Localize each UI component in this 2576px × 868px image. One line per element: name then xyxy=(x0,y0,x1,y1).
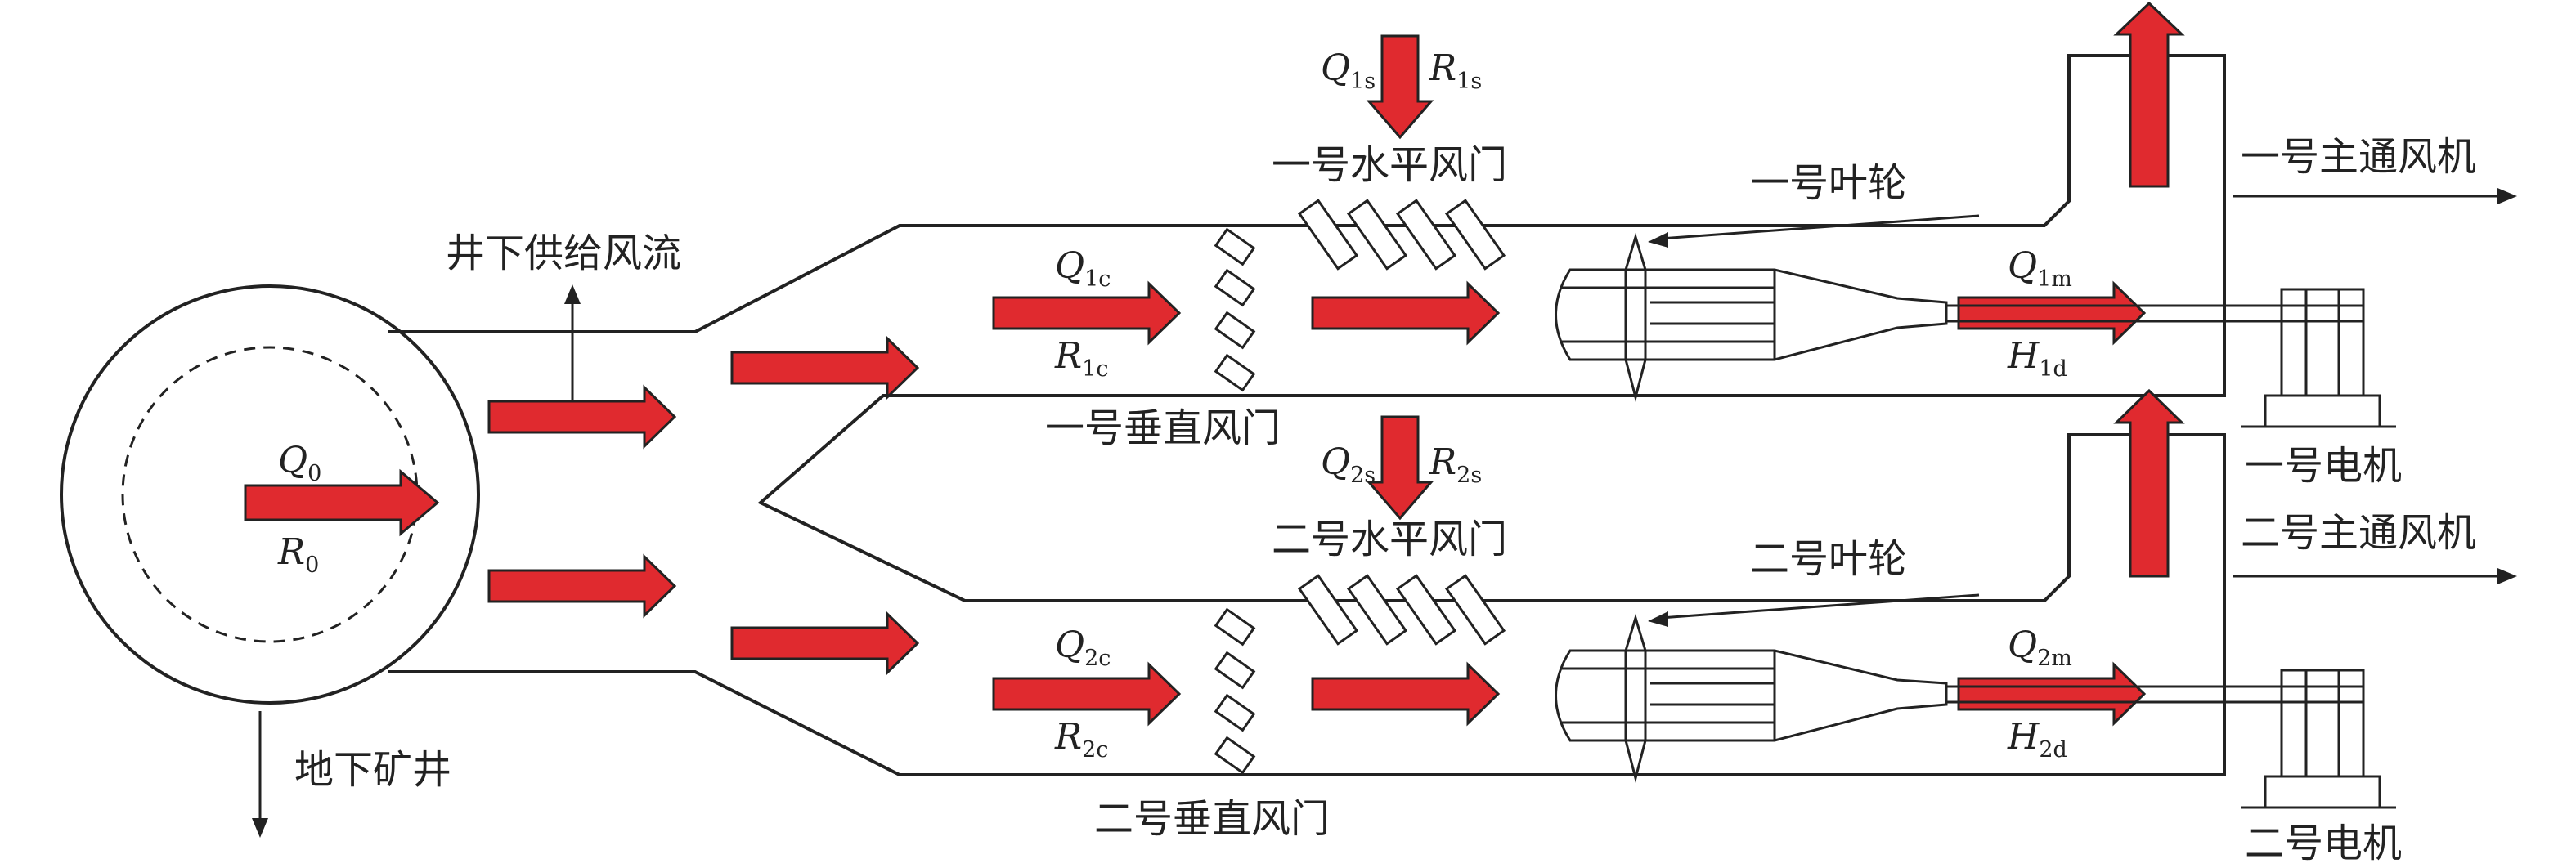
impeller-1-pointer xyxy=(1659,214,1980,240)
symbol-r2c: R2c xyxy=(1054,716,1108,763)
fan-assembly-1 xyxy=(1555,232,2282,402)
airflow-arrow-exhaust-2 xyxy=(2113,388,2185,578)
motor-2-base xyxy=(2264,775,2381,809)
label-impeller-1: 一号叶轮 xyxy=(1750,160,1907,206)
label-main-fan-1: 一号主通风机 xyxy=(2241,134,2476,180)
label-underground-supply-airflow: 井下供给风流 xyxy=(446,230,681,276)
shaft-outer-circle xyxy=(60,284,480,705)
symbol-r0: R0 xyxy=(277,531,319,578)
airflow-arrow-lower-branch xyxy=(487,553,677,619)
label-vertical-door-1: 一号垂直风门 xyxy=(1045,405,1281,451)
impeller-1-pointer-head xyxy=(1648,232,1668,248)
label-vertical-door-2: 二号垂直风门 xyxy=(1094,796,1330,842)
duct-walls xyxy=(388,54,2226,776)
symbol-r1c: R1c xyxy=(1054,335,1108,382)
horizontal-door-2 xyxy=(1297,574,1506,646)
vertical-door-2 xyxy=(1214,607,1256,775)
symbol-r1s: R1s xyxy=(1429,47,1482,94)
underground-mine-pointer-head xyxy=(252,818,268,838)
symbol-q1c: Q1c xyxy=(1055,245,1111,292)
airflow-arrow-q2m xyxy=(1957,661,2147,727)
airflow-arrow-q2c xyxy=(992,661,1182,727)
annotation-arrows xyxy=(252,188,2517,838)
impeller-2-pointer xyxy=(1659,593,1980,620)
airflow-arrow-q1m xyxy=(1957,280,2147,346)
symbol-q1s: Q1s xyxy=(1321,47,1376,94)
label-main-fan-2: 二号主通风机 xyxy=(2241,510,2476,556)
main-fan-2-pointer-head xyxy=(2497,568,2517,584)
text-labels: 井下供给风流 地下矿井 一号垂直风门 二号垂直风门 一号水平风门 二号水平风门 … xyxy=(294,134,2476,866)
airflow-arrow-q1c xyxy=(992,280,1182,346)
symbol-q2s: Q2s xyxy=(1321,441,1376,488)
motor-2 xyxy=(2241,669,2396,809)
symbol-h2d: H2d xyxy=(2007,716,2067,763)
main-fan-1-pointer-head xyxy=(2497,188,2517,204)
supply-airflow-pointer-head xyxy=(564,284,581,304)
impeller-1-blade xyxy=(1624,232,1647,402)
label-horizontal-door-2: 二号水平风门 xyxy=(1272,517,1507,562)
airflow-arrow-duct1-entry xyxy=(730,335,920,400)
airflow-arrow-q2s xyxy=(1366,415,1434,521)
airflow-arrow-upper-branch xyxy=(487,384,677,450)
airflow-arrow-duct2-mid xyxy=(1311,661,1501,727)
symbol-r2s: R2s xyxy=(1429,441,1482,488)
label-motor-2: 二号电机 xyxy=(2245,821,2402,866)
impeller-2-blade xyxy=(1624,613,1647,783)
symbol-q0: Q0 xyxy=(278,440,321,486)
impeller-2-pointer-head xyxy=(1648,611,1668,627)
symbol-h1d: H1d xyxy=(2007,335,2067,382)
airflow-arrow-q0 xyxy=(244,468,440,537)
vertical-door-1 xyxy=(1214,227,1256,392)
label-impeller-2: 二号叶轮 xyxy=(1750,536,1907,582)
fan-1-hub xyxy=(1555,268,1948,361)
label-underground-mine: 地下矿井 xyxy=(294,747,451,793)
fan-2-hub xyxy=(1555,649,1948,742)
airflow-arrows xyxy=(244,1,2185,727)
symbol-labels: Q0 R0 Q1c R1c Q2c R2c Q1s R1s Q2s R2s Q1… xyxy=(277,47,2072,763)
symbol-q2c: Q2c xyxy=(1055,624,1111,671)
airflow-arrow-duct2-entry xyxy=(730,611,920,676)
horizontal-door-1 xyxy=(1297,199,1506,271)
airflow-arrow-q1s xyxy=(1366,34,1434,140)
symbol-q1m: Q1m xyxy=(2008,245,2072,292)
fan-assembly-2 xyxy=(1555,613,2282,783)
motor-1-base xyxy=(2264,394,2381,428)
label-motor-1: 一号电机 xyxy=(2245,443,2402,489)
label-horizontal-door-1: 一号水平风门 xyxy=(1272,142,1507,188)
airflow-arrow-duct1-mid xyxy=(1311,280,1501,346)
symbol-q2m: Q2m xyxy=(2008,624,2072,671)
motor-1 xyxy=(2241,288,2396,428)
duct-outline xyxy=(388,54,2226,776)
airflow-arrow-exhaust-1 xyxy=(2113,1,2185,188)
